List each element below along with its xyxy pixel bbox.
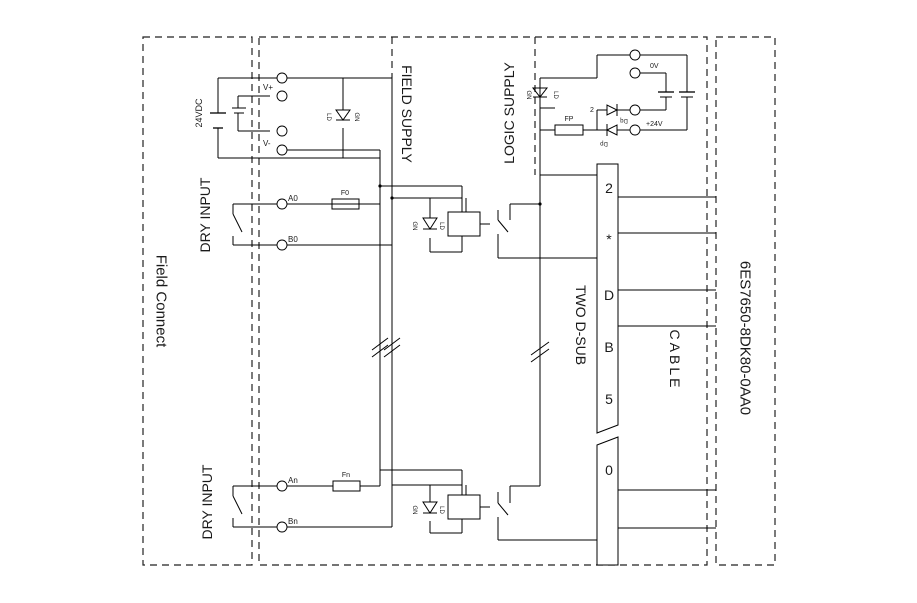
part-number-label: 6ES7650-8DK80-0AA0 bbox=[737, 261, 754, 415]
logic-plus-24v: +24V bbox=[646, 121, 663, 128]
terminal bbox=[629, 67, 641, 79]
dsub-pin-label: 2 bbox=[605, 180, 613, 196]
terminal bbox=[276, 239, 288, 251]
v-plus-label: V+ bbox=[263, 83, 273, 92]
field-connect-label: Field Connect bbox=[153, 255, 170, 348]
dsub-pin-label: D bbox=[604, 287, 614, 303]
field-supply-label: FIELD SUPPLY bbox=[399, 65, 415, 163]
logic-zero-v: 0V bbox=[650, 63, 659, 70]
channel-n-group-label: DRY INPUT bbox=[199, 464, 215, 539]
diode-icon bbox=[605, 124, 618, 136]
terminal bbox=[629, 49, 641, 61]
v-minus-label: V- bbox=[263, 139, 271, 148]
dsub-pin-label: * bbox=[606, 231, 612, 247]
diode-icon bbox=[606, 104, 619, 116]
channel-0-led-color: GN bbox=[411, 222, 417, 231]
field-supply-led-label: LD bbox=[325, 113, 331, 121]
channel-n-fuse bbox=[332, 480, 361, 492]
channel-0-led-label: LD bbox=[438, 222, 444, 230]
channel-n-relay-contact bbox=[497, 502, 509, 516]
channel-0: DRY INPUT A0 B0 F0 GN LD bbox=[197, 177, 597, 259]
dsub-lower-connector bbox=[596, 436, 619, 566]
dsub-label: TWO D-SUB bbox=[573, 285, 589, 365]
logic-node-label: 2 bbox=[590, 107, 594, 114]
terminal bbox=[276, 198, 288, 210]
channel-n-led-label: LD bbox=[438, 506, 444, 514]
logic-fuse bbox=[554, 124, 584, 136]
break-mark-logic bbox=[530, 341, 550, 363]
terminal bbox=[276, 125, 288, 137]
logic-led-label: LD bbox=[552, 91, 558, 99]
dsub-connector: 2 * D B 5 0 bbox=[596, 163, 716, 566]
channel-n-b-label: Bn bbox=[288, 517, 298, 526]
field-supply-led-color: GN bbox=[353, 113, 359, 122]
channel-n-relay-coil bbox=[447, 494, 481, 520]
channel-0-relay-contact bbox=[497, 219, 509, 233]
region-boundaries bbox=[142, 36, 776, 566]
module-region bbox=[258, 36, 708, 566]
channel-0-b-label: B0 bbox=[288, 235, 298, 244]
terminal bbox=[629, 124, 641, 136]
logic-fuse-label: FP bbox=[565, 116, 574, 123]
channel-0-group-label: DRY INPUT bbox=[197, 177, 213, 252]
terminal bbox=[276, 480, 288, 492]
dsub-pin-label: 5 bbox=[605, 391, 613, 407]
terminal bbox=[276, 90, 288, 102]
logic-diode-b: Dp bbox=[600, 140, 608, 146]
dry-contact-switch bbox=[232, 495, 243, 515]
terminal bbox=[276, 144, 288, 156]
logic-supply-label: LOGIC SUPPLY bbox=[501, 62, 517, 164]
field-connect-region bbox=[142, 36, 253, 566]
logic-led-color: GN bbox=[525, 91, 531, 100]
dsub-pin-label: 0 bbox=[605, 462, 613, 478]
dry-contact-switch bbox=[232, 213, 243, 233]
terminal bbox=[276, 521, 288, 533]
field-supply-led-icon bbox=[335, 109, 351, 121]
channel-n-fuse-label: Fn bbox=[342, 472, 350, 479]
channel-n-led-color: GN bbox=[411, 506, 417, 515]
channel-0-fuse-label: F0 bbox=[341, 190, 349, 197]
terminal bbox=[276, 72, 288, 84]
channel-n-a-label: An bbox=[288, 476, 298, 485]
field-supply-voltage: 24VDC bbox=[194, 98, 204, 128]
field-supply-circuit: 24VDC V+ V- LD GN bbox=[194, 77, 462, 486]
dsub-pin-label: B bbox=[604, 339, 613, 355]
channel-0-a-label: A0 bbox=[288, 194, 298, 203]
logic-supply-circuit: GN LD FP 2 Dq Dp 0V +24V bbox=[525, 49, 695, 175]
logic-diode-a: Dq bbox=[620, 117, 628, 123]
channel-n: DRY INPUT An Bn Fn GN LD bbox=[199, 464, 597, 541]
dsub-upper-connector bbox=[596, 163, 619, 434]
channel-0-relay-coil bbox=[447, 211, 481, 237]
cable-region bbox=[715, 36, 776, 566]
cable-label: CABLE bbox=[667, 330, 683, 391]
terminal-strip bbox=[276, 72, 288, 533]
break-mark-field bbox=[371, 337, 389, 358]
terminal bbox=[629, 104, 641, 116]
